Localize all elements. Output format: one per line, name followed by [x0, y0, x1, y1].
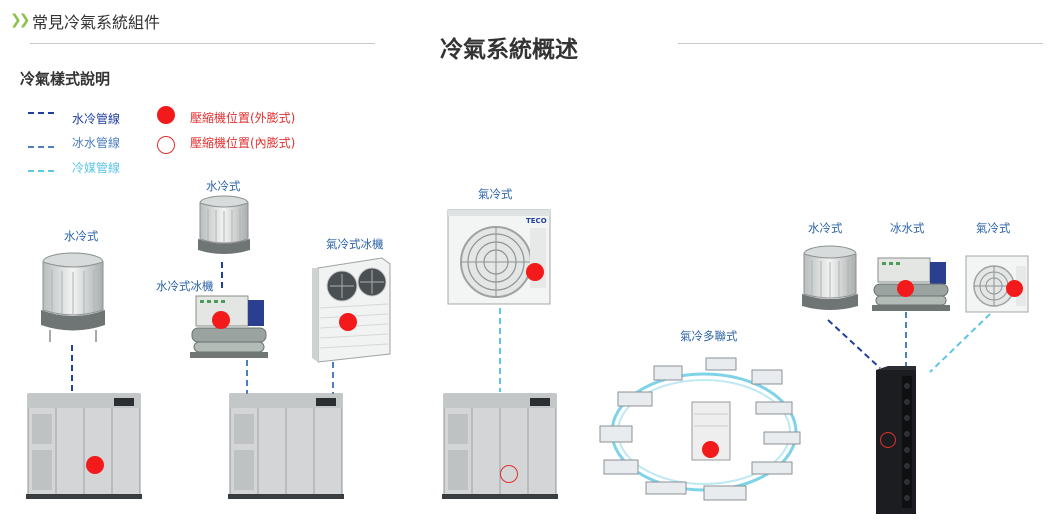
pipe-refrigerant-2 [929, 313, 991, 373]
outdoor-unit-icon: TECO [447, 209, 551, 305]
vrf-system-icon [599, 357, 801, 501]
compressor-external-marker [702, 441, 719, 458]
legend-hollow-marker [157, 136, 175, 154]
label-air-chiller: 氣冷式冰機 [326, 237, 384, 251]
pipe-water-3 [827, 319, 881, 369]
legend-title: 冷氣樣式說明 [20, 70, 111, 88]
header-divider-left [30, 43, 375, 44]
compressor-internal-marker [500, 465, 518, 483]
compressor-external-marker [339, 313, 357, 331]
header-divider-right [678, 43, 1043, 44]
cooling-tower-icon [802, 245, 858, 310]
brand-logo: TECO [526, 217, 547, 225]
label-rack-water: 水冷式 [808, 221, 843, 235]
label-water-cooled-1: 水冷式 [64, 229, 99, 243]
legend-chilled-line [28, 146, 54, 148]
label-rack-air: 氣冷式 [976, 221, 1011, 235]
indoor-unit-icon [228, 393, 344, 499]
label-water-chiller: 水冷式冰機 [156, 279, 214, 293]
label-rack-chilled: 冰水式 [890, 221, 925, 235]
cooling-tower-icon [198, 195, 250, 254]
label-water-cooled-2: 水冷式 [206, 179, 241, 193]
label-vrf: 氣冷多聯式 [680, 329, 738, 343]
compressor-internal-marker [880, 432, 896, 448]
legend-hollow-label: 壓縮機位置(內膨式) [190, 136, 296, 150]
compressor-external-marker [1006, 280, 1023, 297]
indoor-unit-icon [26, 393, 142, 499]
legend-filled-label: 壓縮機位置(外膨式) [190, 111, 296, 125]
legend-water-line [28, 112, 54, 114]
water-chiller-icon [190, 295, 268, 358]
indoor-unit-icon [442, 393, 558, 499]
legend-filled-marker [157, 106, 175, 124]
page-title: 冷氣系統概述 [440, 37, 578, 63]
compressor-external-marker [212, 311, 230, 329]
section-title: 常見冷氣系統組件 [32, 13, 161, 32]
compressor-external-marker [86, 456, 104, 474]
legend-refrigerant-label: 冷媒管線 [72, 161, 121, 175]
air-chiller-icon [312, 257, 391, 363]
compressor-external-marker [526, 263, 544, 281]
legend-water-label: 水冷管線 [72, 112, 121, 126]
label-air-cooled: 氣冷式 [478, 187, 513, 201]
compressor-external-marker [897, 280, 914, 297]
legend-refrigerant-line [28, 170, 54, 172]
cooling-tower-icon [41, 252, 105, 342]
legend-chilled-label: 冰水管線 [72, 136, 121, 150]
chevron-right-icon: ❯❯ [10, 12, 31, 28]
